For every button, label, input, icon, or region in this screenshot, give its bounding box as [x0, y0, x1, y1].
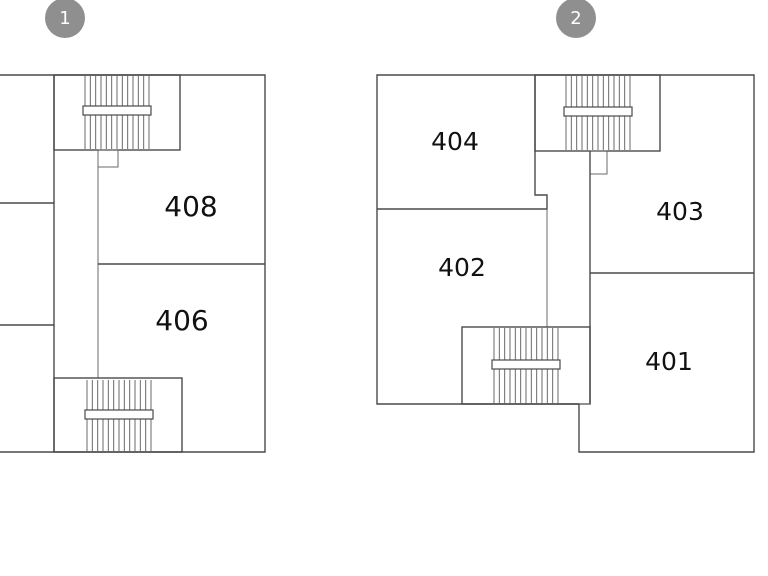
plan-1-bottom-stair-box [53, 377, 183, 453]
room-406-label: 406 [155, 304, 208, 337]
room-402-label: 402 [438, 253, 486, 282]
floorplan-2: 404 403 402 401 [376, 74, 755, 453]
plan-1-top-staircase [82, 76, 152, 149]
room-404-label: 404 [431, 127, 479, 156]
plan-1-bottom-staircase [84, 380, 154, 451]
plan-2-outer-wall [376, 74, 755, 453]
stair-handrail [84, 409, 154, 420]
plan-2-bottom-stair-box [461, 326, 591, 405]
stair-handrail [491, 359, 561, 370]
floorplan-1: 408 406 [0, 74, 266, 453]
plan-2-shaft [589, 150, 608, 175]
plan-2-bottom-staircase [491, 328, 561, 403]
room-408-label: 408 [164, 190, 217, 223]
room-404-wall [377, 75, 548, 210]
plan-1-number-badge: 1 [45, 0, 85, 38]
room-401-label: 401 [645, 347, 693, 376]
plan-1-shaft [97, 149, 119, 168]
stair-handrail [82, 105, 152, 116]
plan-2-number-badge: 2 [556, 0, 596, 38]
room-403-label: 403 [656, 197, 704, 226]
stair-handrail [563, 106, 633, 117]
plan-2-top-staircase [563, 76, 633, 150]
